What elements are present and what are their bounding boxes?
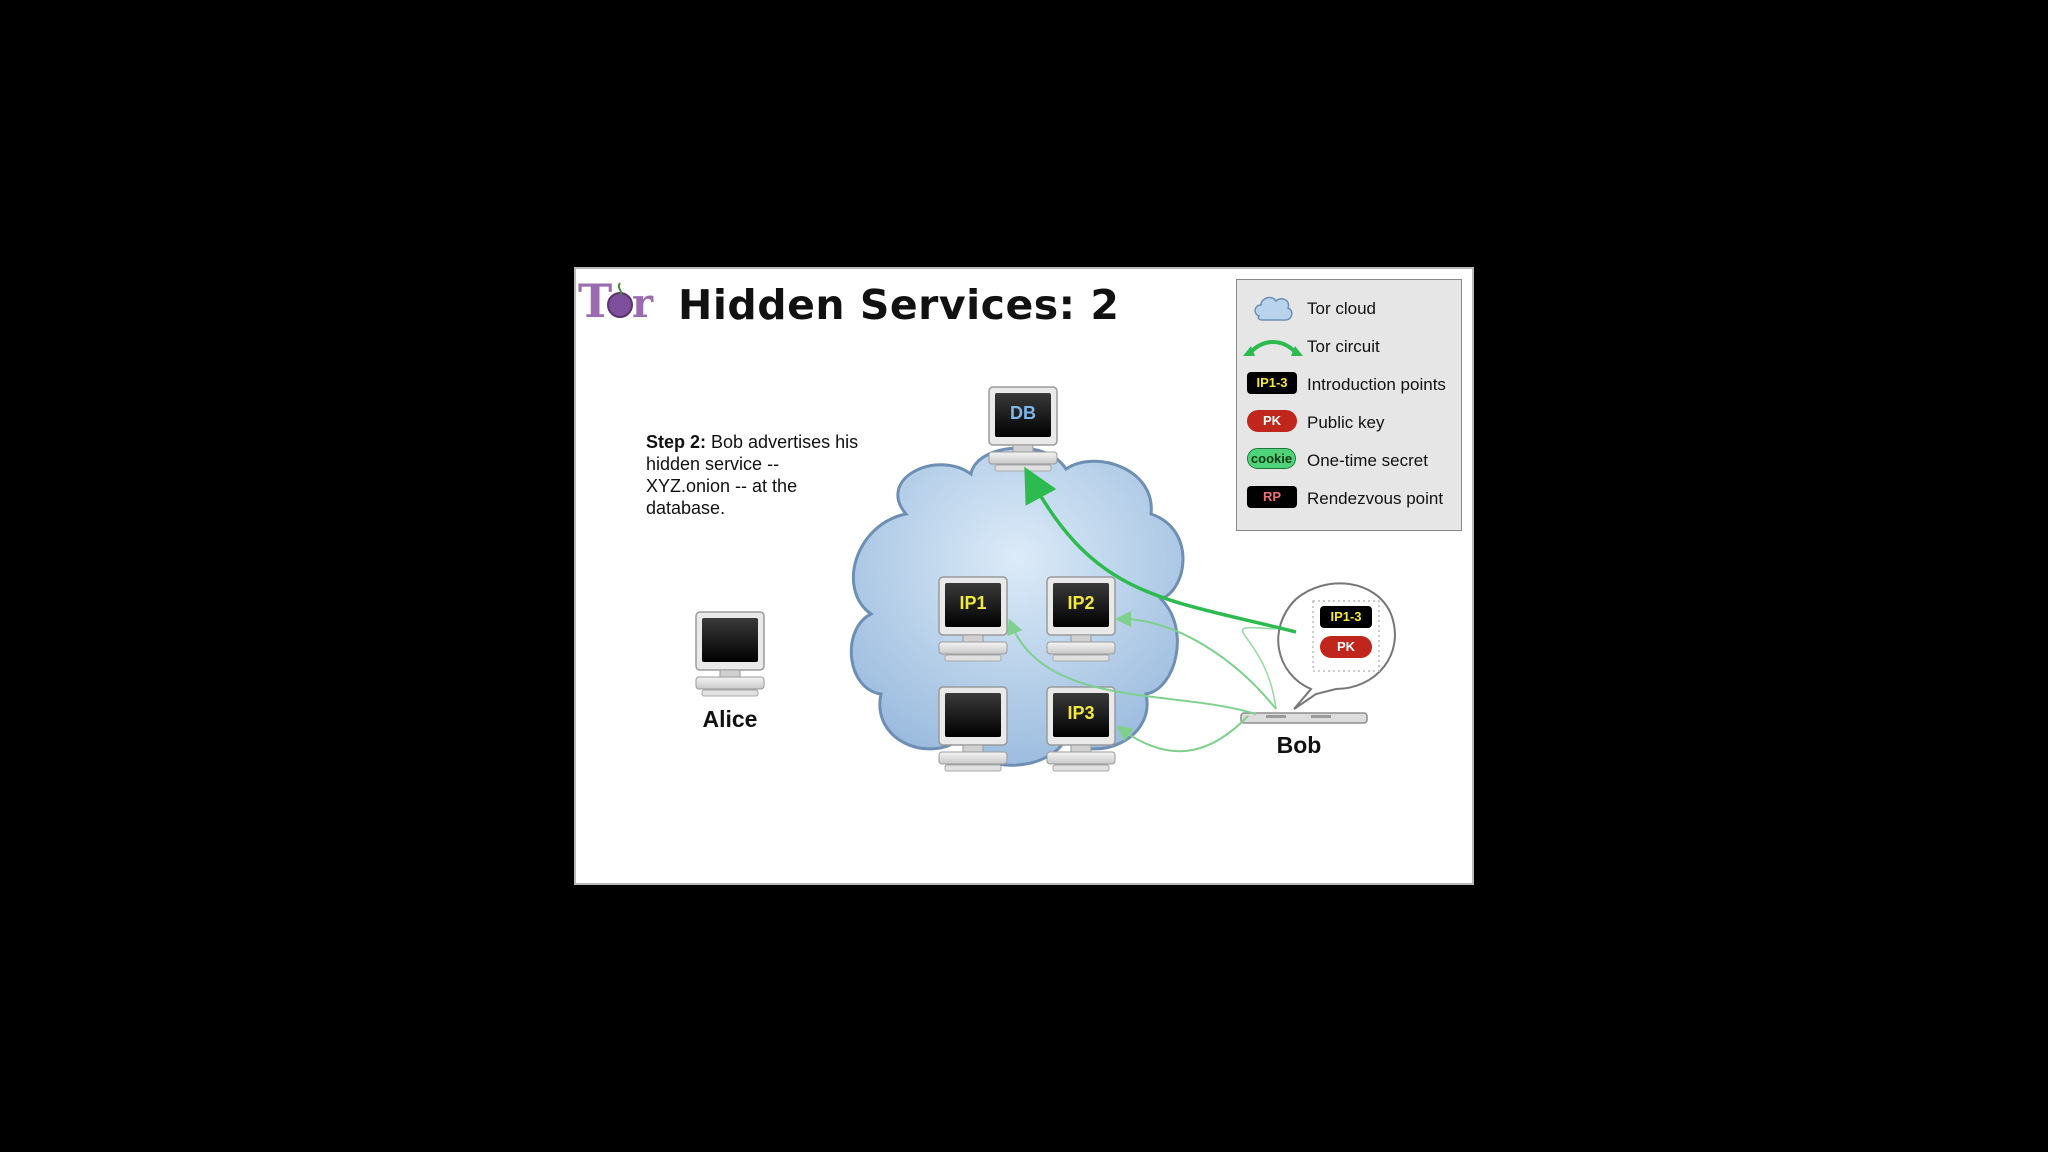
step-description: Step 2: Bob advertises his hidden servic… <box>646 431 866 519</box>
ip3-monitor: IP3 <box>1046 686 1116 772</box>
legend-label: Introduction points <box>1307 375 1446 394</box>
cookie-badge: cookie <box>1247 448 1296 469</box>
legend-label: Public key <box>1307 413 1385 432</box>
circuit-arrow-icon <box>1243 340 1303 356</box>
ip2-monitor: IP2 <box>1046 576 1116 662</box>
legend-item-tor-circuit: Tor circuit <box>1237 328 1463 366</box>
ip1-monitor: IP1 <box>938 576 1008 662</box>
ip-badge: IP1-3 <box>1247 372 1297 394</box>
legend-item-public-key: PK Public key <box>1237 404 1463 442</box>
tor-cloud <box>849 446 1185 767</box>
bob-laptop <box>1240 712 1368 724</box>
step-heading: Step 2: <box>646 432 707 452</box>
ip1-label: IP1 <box>959 593 986 613</box>
legend-label: Tor circuit <box>1307 337 1380 356</box>
rp-badge: RP <box>1247 486 1297 508</box>
alice-label: Alice <box>702 706 758 732</box>
legend-label: Rendezvous point <box>1307 489 1444 508</box>
legend: Tor cloud Tor circuit IP1-3 Introduction… <box>1236 279 1462 531</box>
ip3-label: IP3 <box>1067 703 1094 723</box>
circuit-to-ip2 <box>1115 611 1277 710</box>
legend-item-introduction-points: IP1-3 Introduction points <box>1237 366 1463 404</box>
ip2-label: IP2 <box>1067 593 1094 613</box>
bubble-ip-badge: IP1-3 <box>1320 606 1372 628</box>
circuit-to-ip3 <box>1116 715 1249 753</box>
bob-label: Bob <box>1276 732 1322 758</box>
slide-title: Hidden Services: 2 <box>678 281 1120 329</box>
cloud-icon <box>1254 296 1293 321</box>
svg-text:T: T <box>578 274 612 325</box>
legend-item-tor-cloud: Tor cloud <box>1237 290 1463 328</box>
bubble-pk-badge: PK <box>1320 636 1372 658</box>
step-body: Bob advertises his hidden service -- XYZ… <box>646 432 859 518</box>
tor-logo: T r <box>578 274 654 325</box>
db-monitor: DB <box>988 386 1058 472</box>
svg-text:r: r <box>632 280 654 325</box>
legend-label: One-time secret <box>1307 451 1428 470</box>
legend-label: Tor cloud <box>1307 299 1376 318</box>
tor-circuit-to-db <box>1024 466 1297 634</box>
circuit-to-ip1 <box>1007 618 1257 715</box>
relay-monitor <box>938 686 1008 772</box>
pk-badge: PK <box>1247 410 1297 432</box>
alice-monitor <box>695 611 765 697</box>
legend-item-rendezvous-point: RP Rendezvous point <box>1237 480 1463 518</box>
diagram-slide: DB IP1 IP2 IP3 <box>574 267 1474 885</box>
db-label: DB <box>1010 403 1036 423</box>
circuit-return <box>1241 626 1277 710</box>
legend-item-one-time-secret: cookie One-time secret <box>1237 442 1463 480</box>
